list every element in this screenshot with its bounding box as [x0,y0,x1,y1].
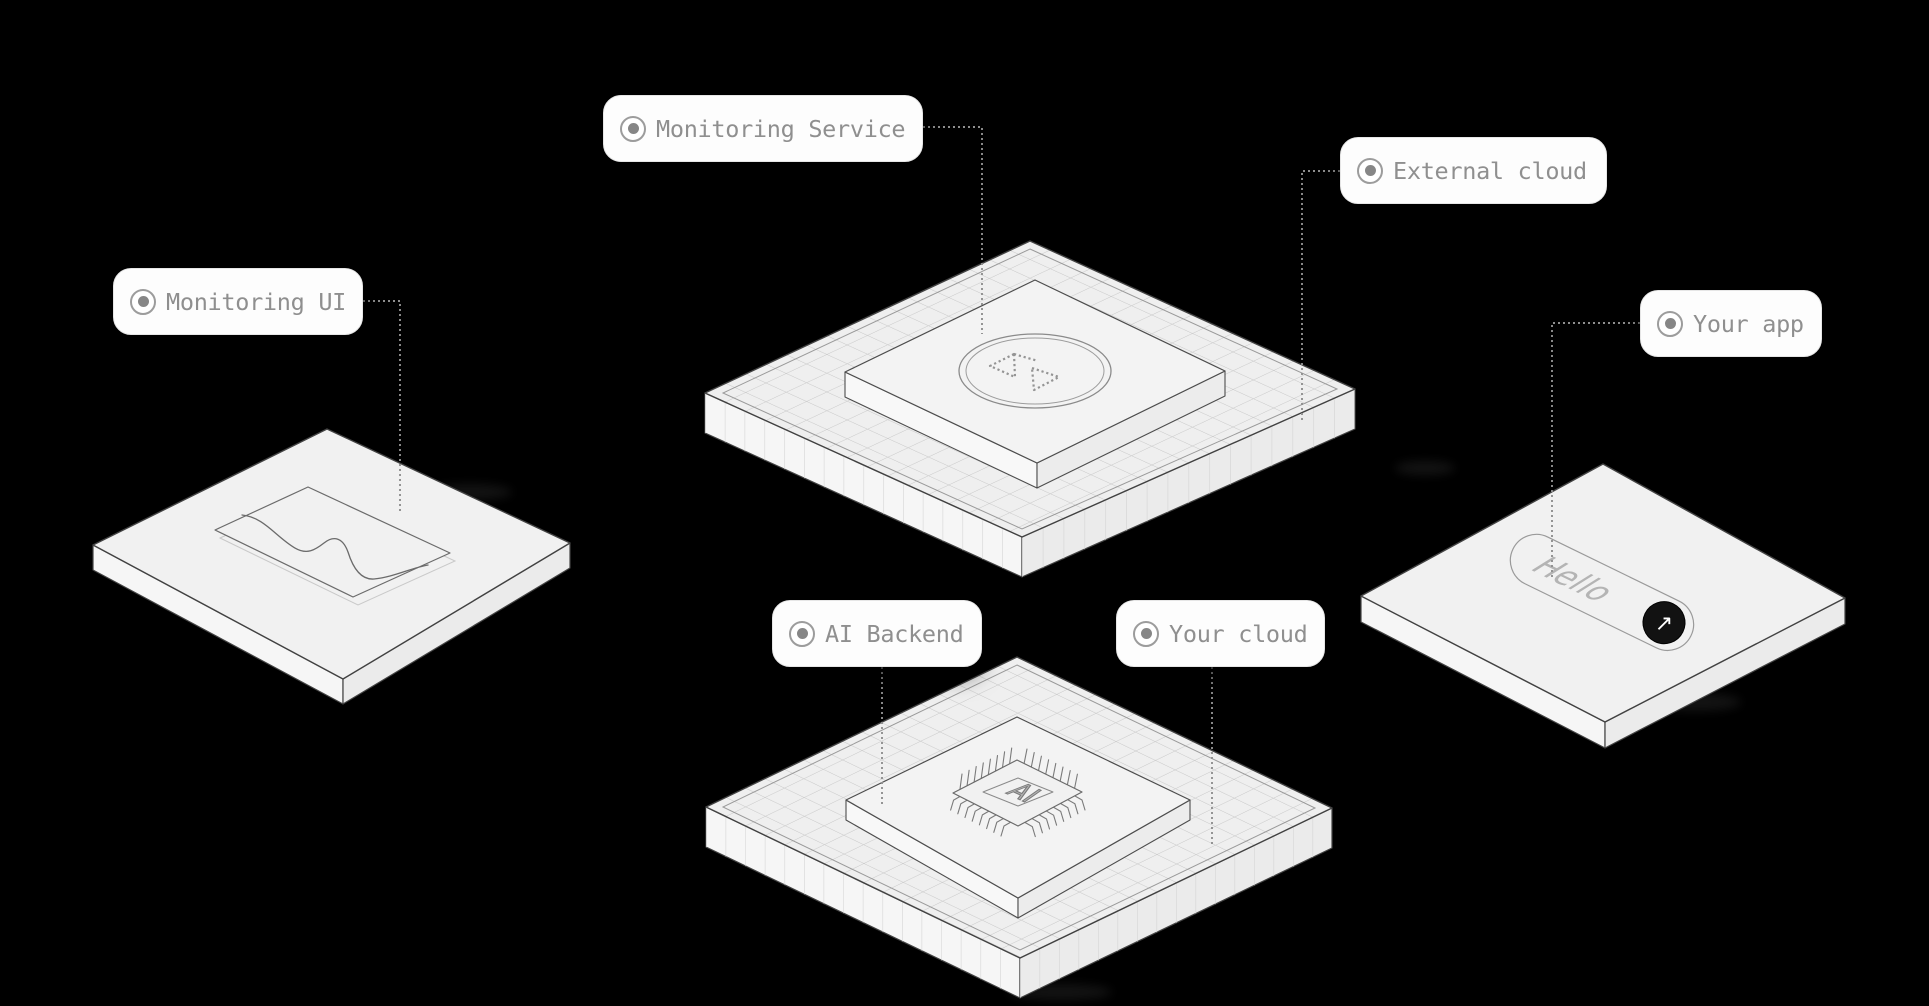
connector-monitoring-service [923,126,983,334]
label-your-app: Your app [1640,290,1822,357]
platform-monitoring-ui [92,428,571,705]
label-text: Your cloud [1169,619,1308,648]
platform-side-hatch [1020,808,1332,998]
platform-side-hatch [706,807,1020,998]
wave-chart-icon [214,486,457,606]
arrow-up-right-icon: ↗ [1642,601,1686,645]
label-monitoring-service: Monitoring Service [603,95,923,162]
raised-square [844,279,1226,489]
ai-chip-icon: AI [950,747,1086,838]
label-your-cloud: Your cloud [1116,600,1325,667]
radio-icon [1357,157,1383,184]
platform-your-app: Hello ↗ [1360,463,1846,749]
connectors [363,126,1640,845]
label-text: External cloud [1393,156,1587,185]
svg-text:↗: ↗ [1655,612,1673,637]
label-ai-backend: AI Backend [772,600,982,667]
platform-top [1360,463,1846,723]
label-monitoring-ui: Monitoring UI [113,268,363,335]
radio-icon [130,288,156,315]
radio-icon [1657,310,1683,337]
platform-side-hatch [1022,389,1355,577]
label-external-cloud: External cloud [1340,137,1607,204]
label-text: Monitoring Service [656,114,906,143]
platform-monitoring-service [704,240,1356,578]
label-text: Your app [1693,309,1804,338]
radio-icon [789,620,815,647]
inset-border [721,664,1317,951]
label-text: AI Backend [825,619,964,648]
code-brackets-icon [958,333,1112,409]
label-text: Monitoring UI [166,287,347,316]
platform-ai-backend: AI [705,656,1333,999]
inset-border [721,248,1339,530]
radio-icon [1133,620,1159,647]
connector-monitoring-ui [363,300,401,513]
platform-side-hatch [705,393,1022,577]
radio-icon [620,115,646,142]
